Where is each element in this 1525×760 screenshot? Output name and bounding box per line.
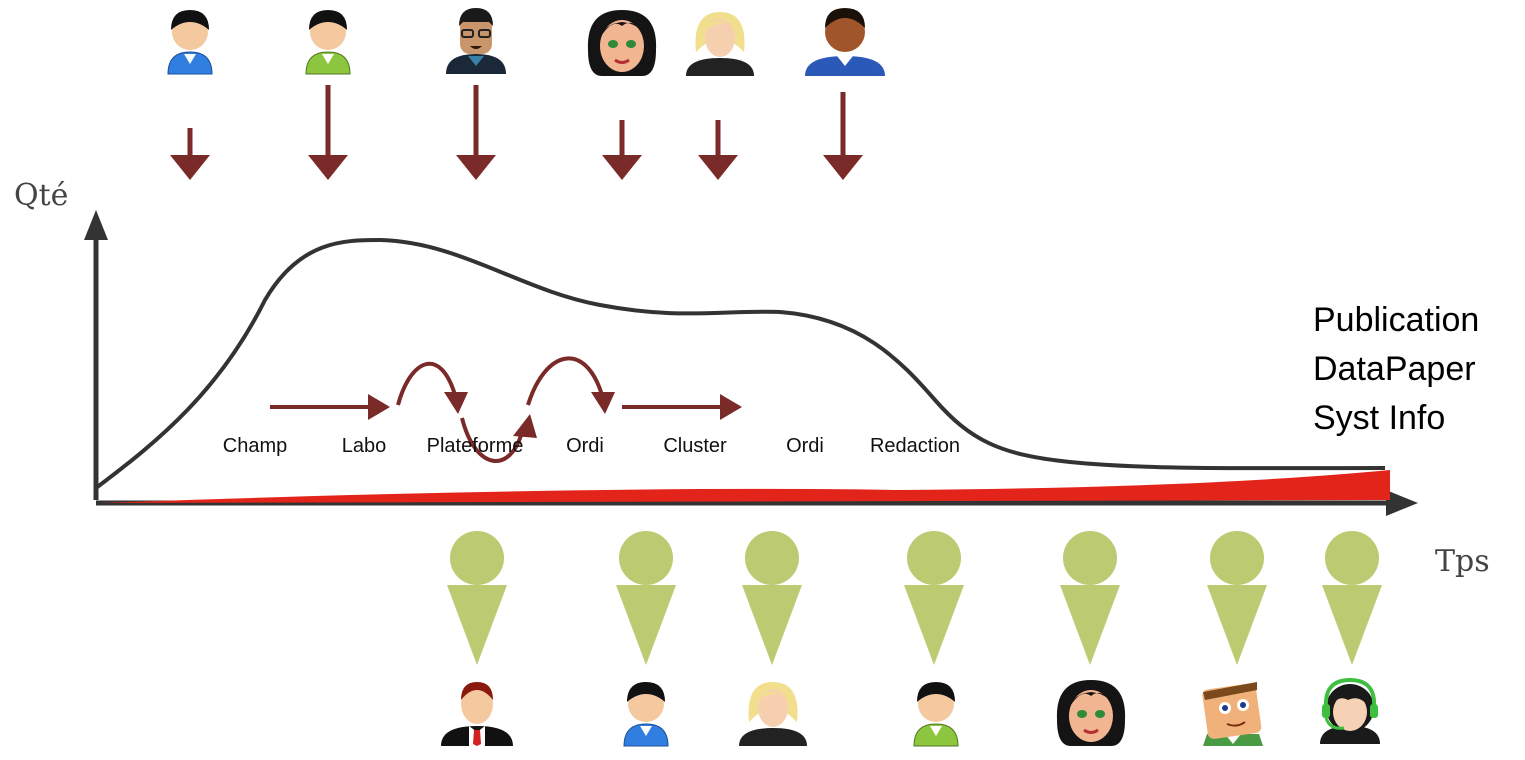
workflow-arrowhead bbox=[444, 392, 468, 414]
blonde-woman-icon bbox=[739, 682, 807, 746]
workflow-arc bbox=[396, 361, 457, 406]
x-axis-label: Tps bbox=[1435, 544, 1490, 579]
outgoing-marker bbox=[742, 531, 802, 665]
green-shirt-user-icon bbox=[305, 10, 351, 75]
output-item: DataPaper bbox=[1313, 350, 1476, 388]
workflow-arrowhead bbox=[591, 392, 615, 414]
workflow-arrowhead bbox=[368, 394, 390, 420]
workflow-arrowhead bbox=[720, 394, 742, 420]
workflow-arrows bbox=[270, 356, 742, 463]
dark-skinned-man-icon bbox=[805, 8, 885, 76]
dark-haired-woman-icon bbox=[1056, 680, 1126, 746]
incoming-arrow bbox=[170, 128, 210, 180]
step-label: Plateforme bbox=[427, 435, 524, 457]
incoming-arrow bbox=[308, 85, 348, 180]
blue-shirt-user-icon bbox=[623, 682, 669, 747]
man-with-glasses-icon bbox=[446, 8, 506, 74]
step-label: Ordi bbox=[786, 435, 824, 457]
outgoing-marker bbox=[447, 531, 507, 665]
outgoing-marker bbox=[1322, 531, 1382, 665]
y-axis bbox=[84, 210, 108, 500]
outgoing-marker bbox=[1207, 531, 1267, 665]
green-shirt-user-icon bbox=[913, 682, 959, 747]
incoming-arrow bbox=[698, 120, 738, 180]
outgoing-marker bbox=[904, 531, 964, 665]
step-label: Cluster bbox=[663, 435, 727, 457]
outgoing-markers bbox=[447, 531, 1382, 665]
incoming-arrow bbox=[602, 120, 642, 180]
incoming-arrow bbox=[823, 92, 863, 180]
blue-shirt-user-icon bbox=[167, 10, 213, 75]
incoming-arrow bbox=[456, 85, 496, 180]
step-label: Labo bbox=[342, 435, 387, 457]
workflow-arrowhead bbox=[513, 414, 537, 438]
step-label: Redaction bbox=[870, 435, 960, 457]
step-labels: Champ Labo Plateforme Ordi Cluster Ordi … bbox=[223, 435, 960, 457]
y-axis-label: Qté bbox=[14, 178, 68, 213]
businessman-red-tie-icon bbox=[441, 682, 513, 746]
incoming-arrows bbox=[170, 85, 863, 180]
x-axis bbox=[96, 490, 1418, 516]
step-label: Champ bbox=[223, 435, 287, 457]
output-item: Publication bbox=[1313, 301, 1479, 339]
workflow-arc bbox=[460, 417, 524, 463]
dark-haired-woman-icon bbox=[587, 10, 657, 76]
cartoon-man-icon bbox=[1202, 682, 1263, 746]
headset-support-icon bbox=[1320, 677, 1380, 744]
step-label: Ordi bbox=[566, 435, 604, 457]
outgoing-marker bbox=[616, 531, 676, 665]
outputs-list: Publication DataPaper Syst Info bbox=[1313, 301, 1479, 437]
outgoing-marker bbox=[1060, 531, 1120, 665]
data-volume-band bbox=[100, 470, 1390, 503]
blonde-woman-icon bbox=[686, 12, 754, 76]
workflow-arc bbox=[526, 356, 604, 406]
output-item: Syst Info bbox=[1313, 399, 1445, 437]
quantity-curve bbox=[94, 237, 1386, 490]
